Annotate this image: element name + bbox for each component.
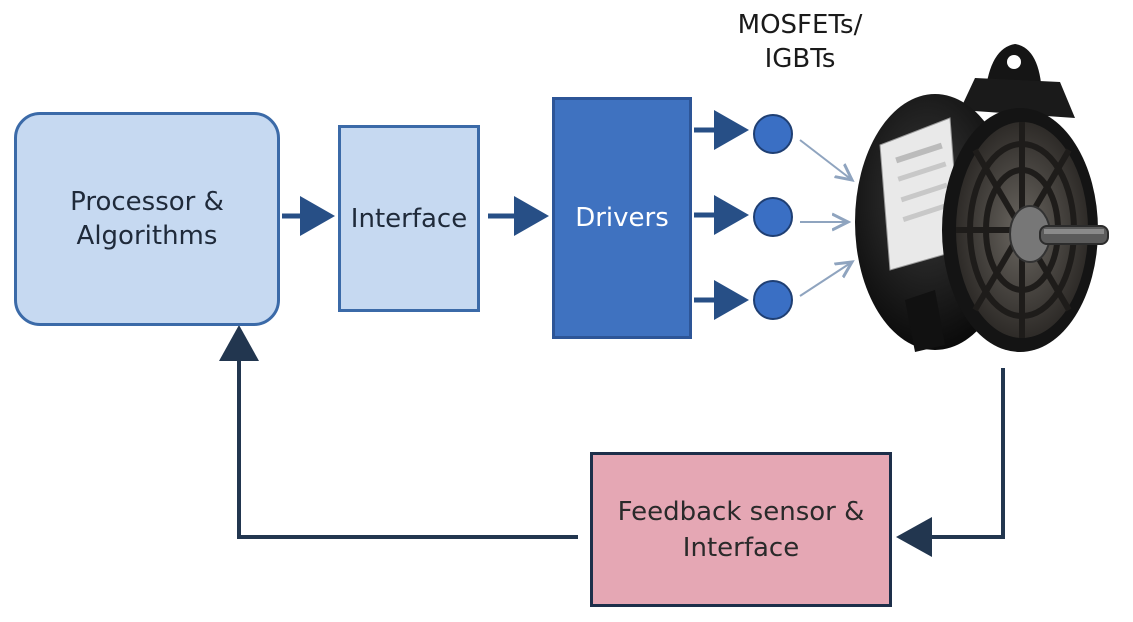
interface-block: Interface	[338, 125, 480, 312]
drivers-block: Drivers	[552, 97, 692, 339]
drivers-label: Drivers	[575, 203, 669, 233]
motor-image	[855, 44, 1109, 352]
feedback-sensor-interface-block: Feedback sensor & Interface	[590, 452, 892, 607]
interface-label: Interface	[350, 203, 468, 234]
arrow-switch-to-motor-1	[799, 139, 852, 180]
switch-circle-3	[753, 280, 793, 320]
switch-circle-2	[753, 197, 793, 237]
processor-algorithms-block: Processor & Algorithms	[14, 112, 280, 326]
arrow-motor-to-feedback	[896, 368, 1005, 557]
arrow-feedback-to-processor	[219, 325, 578, 539]
arrow-switch-to-motor-3	[799, 262, 852, 297]
processor-label: Processor & Algorithms	[70, 187, 224, 251]
feedback-label: Feedback sensor & Interface	[617, 496, 865, 563]
switch-circle-1	[753, 114, 793, 154]
mosfets-igbts-label: MOSFETs/ IGBTs	[737, 10, 863, 74]
